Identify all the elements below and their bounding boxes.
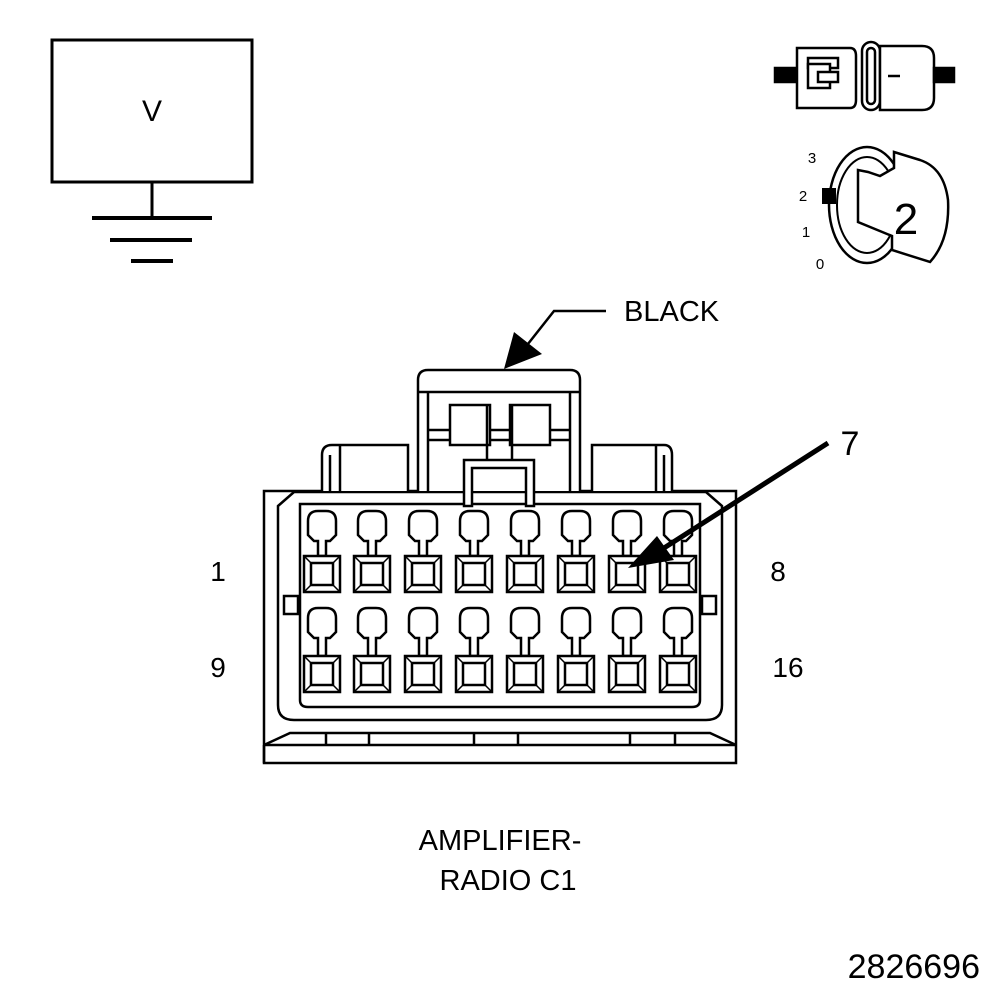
terminal-cavity-9	[302, 606, 342, 694]
pin-label-bottom-right: 16	[772, 652, 803, 683]
terminal-cavity-16	[658, 606, 698, 694]
pin-label-bottom-left: 9	[210, 652, 226, 683]
color-callout-arrow	[504, 309, 606, 369]
pin-pointer-label: 7	[841, 425, 860, 463]
terminal-cavity-6	[556, 509, 596, 594]
terminal-cavity-5	[505, 509, 545, 594]
voltmeter-symbol	[50, 38, 254, 263]
connector-name-line2: RADIO C1	[440, 865, 577, 897]
pin-label-top-left: 1	[210, 556, 226, 587]
terminal-cavity-14	[556, 606, 596, 694]
connector-color-label: BLACK	[624, 296, 720, 328]
pin-label-top-right: 8	[770, 556, 786, 587]
pin-7-pointer-arrow	[628, 440, 830, 568]
terminal-cavity-11	[403, 606, 443, 694]
disconnect-connector-icon	[773, 40, 956, 112]
terminal-cavity-3	[403, 509, 443, 594]
terminal-cavity-1	[302, 509, 342, 594]
ignition-selected-position: 2	[894, 195, 918, 244]
voltmeter-label: V	[142, 95, 162, 128]
terminal-cavity-4	[454, 509, 494, 594]
connector-name-line1: AMPLIFIER-	[419, 825, 582, 857]
ignition-position-3: 3	[808, 150, 816, 167]
terminal-cavity-8	[658, 509, 698, 594]
connector-cavities	[302, 509, 698, 694]
ignition-position-0: 0	[816, 256, 824, 273]
terminal-cavity-2	[352, 509, 392, 594]
figure-id: 2826696	[848, 948, 980, 986]
terminal-cavity-10	[352, 606, 392, 694]
ignition-position-1: 1	[802, 224, 810, 241]
ignition-switch-icon	[822, 145, 950, 265]
terminal-cavity-15	[607, 606, 647, 694]
terminal-cavity-13	[505, 606, 545, 694]
ignition-position-2: 2	[799, 188, 807, 205]
terminal-cavity-12	[454, 606, 494, 694]
connector-body	[262, 368, 738, 765]
